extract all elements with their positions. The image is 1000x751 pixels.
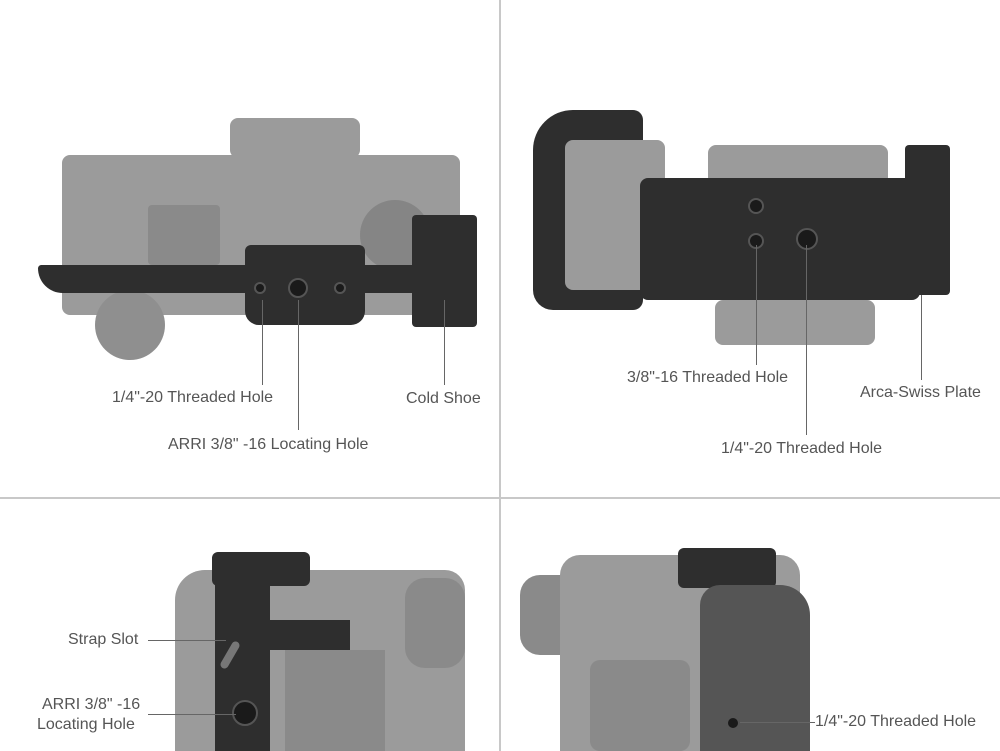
camera-lcd <box>148 205 220 265</box>
cage-base-plate <box>640 178 920 300</box>
camera-door <box>285 650 385 751</box>
label-threaded-hole-3-8: 3/8"-16 Threaded Hole <box>627 369 789 386</box>
label-threaded-hole: 1/4"-20 Threaded Hole <box>112 389 274 406</box>
leader-line <box>756 245 757 365</box>
cage-left-grip <box>38 265 248 293</box>
threaded-hole <box>254 282 266 294</box>
camera-viewfinder <box>230 118 360 158</box>
threaded-hole-1-4 <box>796 228 818 250</box>
leader-line <box>444 300 445 385</box>
locating-hole <box>232 700 258 726</box>
label-arri-line1: ARRI 3/8" -16 <box>42 696 141 713</box>
label-arri-line2: Locating Hole <box>37 716 135 733</box>
threaded-hole <box>726 716 740 730</box>
camera-lens-dial <box>95 290 165 360</box>
cage-top <box>212 552 310 586</box>
label-arri-locating-hole: ARRI 3/8" -16 Locating Hole <box>168 436 369 453</box>
camera-eyecup <box>405 578 465 668</box>
leader-line <box>740 722 815 723</box>
label-threaded-hole: 1/4"-20 Threaded Hole <box>815 713 977 730</box>
label-threaded-hole-1-4: 1/4"-20 Threaded Hole <box>721 440 883 457</box>
leader-line <box>921 295 922 380</box>
arca-swiss-plate <box>905 145 950 295</box>
leader-line <box>298 300 299 430</box>
leader-line <box>148 714 236 715</box>
label-strap-slot: Strap Slot <box>68 631 139 648</box>
label-cold-shoe: Cold Shoe <box>406 390 481 407</box>
cage-top <box>678 548 776 588</box>
cage-arm <box>270 620 350 650</box>
label-arca-swiss-plate: Arca-Swiss Plate <box>860 384 981 401</box>
camera-grip <box>590 660 690 751</box>
vertical-divider <box>499 0 501 751</box>
leader-line <box>262 300 263 385</box>
hole <box>748 198 764 214</box>
camera-lens <box>715 300 875 345</box>
locating-hole <box>288 278 308 298</box>
leader-line <box>148 640 226 641</box>
horizontal-divider <box>0 497 1000 499</box>
leader-line <box>806 245 807 435</box>
threaded-hole <box>334 282 346 294</box>
cage-handle <box>700 585 810 751</box>
